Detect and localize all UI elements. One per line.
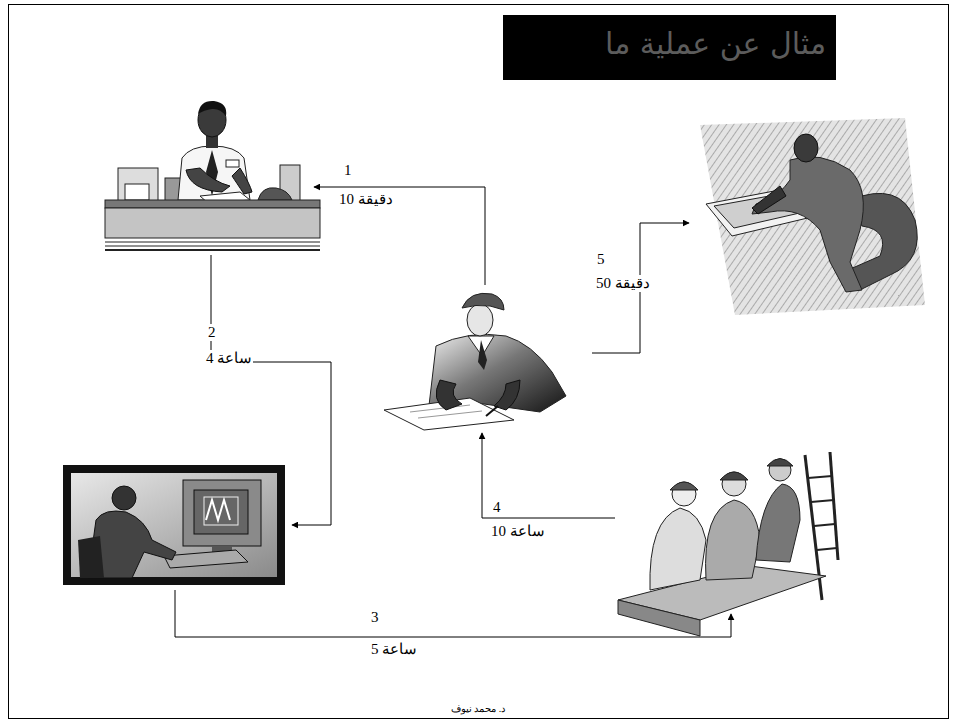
clerk-figure-part: [198, 101, 226, 116]
writer-figure-part: [467, 304, 493, 336]
workers-figure-part: [811, 500, 834, 502]
workers-figure-part: [618, 600, 700, 636]
writer-figure-part: [428, 334, 566, 414]
author-footer: د. محمد نيوف: [450, 703, 507, 715]
workers-figure-part: [814, 524, 835, 526]
duration-label: 5 ساعة: [370, 641, 418, 658]
step-number: 1: [343, 162, 353, 179]
clerk-figure-part: [105, 242, 320, 243]
flow-arrow-part: [314, 187, 485, 285]
writer-figure-part: [462, 293, 504, 310]
computer-user-figure-part: [71, 473, 277, 577]
writer-figure-part: [418, 411, 482, 418]
computer-user-figure: [63, 465, 285, 585]
laptop-worker-figure-part: [794, 134, 818, 162]
clerk-figure-part: [186, 168, 230, 192]
flow-arrow-part: [211, 255, 331, 525]
workers-figure-part: [817, 548, 837, 550]
laptop-worker-figure-part: [700, 118, 925, 315]
workers-figure-part: [706, 500, 760, 580]
clerk-figure-part: [232, 168, 252, 194]
writer-figure-part: [494, 380, 520, 410]
workers-figure: [618, 452, 838, 636]
clerk-figure-part: [125, 184, 149, 200]
duration-label: 10 ساعة: [490, 523, 546, 540]
step-number: 3: [370, 609, 380, 626]
title-band: [503, 15, 836, 80]
computer-user-figure-part: [206, 500, 230, 520]
workers-figure-part: [650, 508, 706, 590]
page-frame: [9, 5, 949, 719]
title-text: مثال عن عملية ما: [605, 27, 826, 62]
computer-user-figure-part: [204, 497, 238, 525]
step-number: 2: [207, 324, 217, 341]
clerk-figure-part: [105, 246, 320, 247]
clerk-figure-part: [105, 200, 320, 208]
flow-arrow-part: [175, 590, 731, 637]
clerk-figure-part: [226, 160, 239, 167]
flow-arrow-part: [592, 223, 689, 353]
flow-arrow-part: [482, 433, 615, 518]
computer-user-figure-part: [183, 480, 261, 546]
computer-user-figure-part: [164, 550, 248, 568]
writer-figure-part: [436, 380, 462, 410]
clerk-figure-part: [258, 188, 292, 200]
duration-label: 4 ساعة: [205, 350, 253, 367]
step-number: 5: [596, 251, 606, 268]
computer-user-figure-part: [63, 465, 285, 585]
writer-figure-part: [410, 405, 470, 412]
writer-figure-part: [478, 340, 487, 370]
duration-label: 10 دقيقة: [338, 191, 394, 208]
laptop-worker-figure-part: [752, 157, 863, 292]
workers-figure-part: [767, 459, 793, 467]
clerk-figure-part: [105, 208, 320, 238]
workers-figure-part: [830, 452, 838, 560]
flow-arrow: [175, 187, 731, 637]
laptop-worker-figure: [700, 118, 925, 315]
computer-user-figure-part: [194, 490, 248, 534]
workers-figure-part: [756, 484, 800, 562]
clerk-figure: [105, 101, 320, 250]
workers-figure-part: [720, 472, 748, 480]
clerk-figure-part: [105, 249, 320, 251]
writer-figure: [384, 293, 566, 430]
clerk-figure-part: [118, 168, 158, 202]
duration-label: 50 دقيقة: [595, 275, 651, 292]
writer-figure-part: [486, 406, 498, 416]
computer-user-figure-part: [78, 536, 104, 578]
workers-figure-part: [808, 476, 832, 478]
laptop-worker-figure-part: [752, 186, 786, 214]
step-number: 4: [492, 499, 502, 516]
workers-figure-part: [670, 482, 698, 490]
computer-user-figure-part: [112, 486, 136, 510]
